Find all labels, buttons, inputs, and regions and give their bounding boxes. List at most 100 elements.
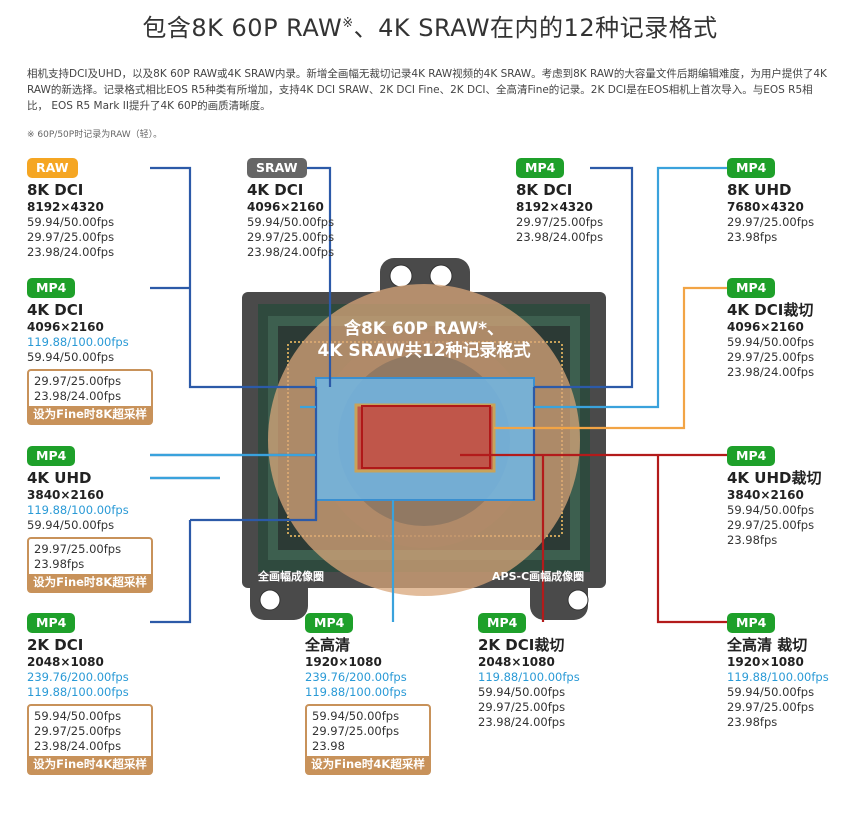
raw-badge: RAW (27, 158, 78, 178)
format-block-sraw-4k-dci: SRAW 4K DCI 4096×2160 59.94/50.00fps 29.… (247, 157, 334, 260)
fine-label: 设为Fine时8K超采样 (29, 574, 151, 591)
format-name: 4K DCI裁切 (727, 301, 814, 319)
fps-line: 29.97/25.00fps (727, 215, 815, 229)
fps-line: 23.98 (312, 739, 345, 753)
fine-label: 设为Fine时4K超采样 (29, 756, 151, 773)
fps-line: 59.94/50.00fps (247, 215, 335, 229)
fps-line: 23.98fps (727, 230, 778, 244)
format-name: 4K UHD裁切 (727, 469, 822, 487)
fps-line: 59.94/50.00fps (27, 215, 115, 229)
fps-line-high: 239.76/200.00fps (305, 670, 407, 684)
fps-line: 29.97/25.00fps (727, 350, 815, 364)
fps-line: 59.94/50.00fps (727, 335, 815, 349)
fps-line: 29.97/25.00fps (34, 374, 122, 388)
format-name: 4K DCI (27, 301, 84, 319)
fps-line: 29.97/25.00fps (27, 230, 115, 244)
page-title: 包含8K 60P RAW※、4K SRAW在内的12种记录格式 (142, 14, 718, 42)
format-resolution: 1920×1080 (727, 655, 804, 669)
fps-line: 29.97/25.00fps (727, 518, 815, 532)
format-resolution: 4096×2160 (27, 320, 104, 334)
mp4-badge: MP4 (478, 613, 527, 633)
fps-line: 23.98fps (727, 533, 778, 547)
fps-line: 59.94/50.00fps (727, 685, 815, 699)
mp4-badge: MP4 (27, 278, 76, 298)
footnote: ※ 60P/50P时记录为RAW（轻）。 (27, 130, 163, 140)
format-name: 8K DCI (516, 181, 573, 199)
fps-line: 59.94/50.00fps (34, 709, 122, 723)
format-block-mp4-8k-dci: MP4 8K DCI 8192×4320 29.97/25.00fps 23.9… (516, 157, 603, 245)
format-block-mp4-4k-dci-crop: MP4 4K DCI裁切 4096×2160 59.94/50.00fps 29… (727, 277, 814, 380)
format-block-mp4-4k-dci: MP4 4K DCI 4096×2160 119.88/100.00fps 59… (27, 277, 153, 425)
mp4-badge: MP4 (727, 158, 776, 178)
format-name: 2K DCI (27, 636, 84, 654)
mp4-badge: MP4 (27, 613, 76, 633)
format-name: 8K UHD (727, 181, 792, 199)
fps-line-high: 119.88/100.00fps (305, 685, 407, 699)
fps-line: 59.94/50.00fps (27, 350, 115, 364)
format-name: 全高清 裁切 (727, 636, 808, 654)
fine-box: 29.97/25.00fps 23.98/24.00fps 设为Fine时8K超… (27, 369, 153, 425)
mp4-badge: MP4 (727, 278, 776, 298)
format-resolution: 2048×1080 (478, 655, 555, 669)
format-name: 全高清 (305, 636, 351, 654)
format-resolution: 4096×2160 (727, 320, 804, 334)
mp4-badge: MP4 (727, 446, 776, 466)
format-block-mp4-full-hd-crop: MP4 全高清 裁切 1920×1080 119.88/100.00fps 59… (727, 612, 829, 730)
format-block-mp4-4k-uhd-crop: MP4 4K UHD裁切 3840×2160 59.94/50.00fps 29… (727, 445, 821, 548)
sraw-badge: SRAW (247, 158, 307, 178)
fps-line-high: 119.88/100.00fps (478, 670, 580, 684)
fps-line: 59.94/50.00fps (478, 685, 566, 699)
mp4-badge: MP4 (516, 158, 565, 178)
mp4-badge: MP4 (305, 613, 354, 633)
fps-line: 59.94/50.00fps (727, 503, 815, 517)
intro-text: 相机支持DCI及UHD，以及8K 60P RAW或4K SRAW内录。新增全画幅… (27, 68, 827, 112)
fps-line: 29.97/25.00fps (478, 700, 566, 714)
fps-line-high: 119.88/100.00fps (27, 335, 129, 349)
fps-line: 29.97/25.00fps (34, 724, 122, 738)
fps-line: 29.97/25.00fps (34, 542, 122, 556)
format-name: 8K DCI (27, 181, 84, 199)
fps-line: 23.98/24.00fps (516, 230, 604, 244)
format-resolution: 8192×4320 (516, 200, 593, 214)
format-resolution: 2048×1080 (27, 655, 104, 669)
fps-line-high: 119.88/100.00fps (727, 670, 829, 684)
format-name: 2K DCI裁切 (478, 636, 565, 654)
fine-label: 设为Fine时4K超采样 (307, 756, 429, 773)
fps-line: 23.98/24.00fps (34, 389, 122, 403)
fps-line: 23.98/24.00fps (34, 739, 122, 753)
sensor-center-label: 含8K 60P RAW*、 4K SRAW共12种记录格式 (317, 319, 531, 361)
mp4-badge: MP4 (27, 446, 76, 466)
format-resolution: 1920×1080 (305, 655, 382, 669)
fine-box: 29.97/25.00fps 23.98fps 设为Fine时8K超采样 (27, 537, 153, 593)
fps-line: 23.98fps (34, 557, 85, 571)
fine-box: 59.94/50.00fps 29.97/25.00fps 23.98/24.0… (27, 704, 153, 775)
fine-label: 设为Fine时8K超采样 (29, 406, 151, 423)
format-block-mp4-2k-dci: MP4 2K DCI 2048×1080 239.76/200.00fps 11… (27, 612, 153, 775)
fps-line-high: 239.76/200.00fps (27, 670, 129, 684)
format-resolution: 3840×2160 (27, 488, 104, 502)
format-resolution: 8192×4320 (27, 200, 104, 214)
format-block-mp4-4k-uhd: MP4 4K UHD 3840×2160 119.88/100.00fps 59… (27, 445, 153, 593)
fps-line: 23.98fps (727, 715, 778, 729)
fps-line: 29.97/25.00fps (727, 700, 815, 714)
format-name: 4K UHD (27, 469, 92, 487)
fine-box: 59.94/50.00fps 29.97/25.00fps 23.98 设为Fi… (305, 704, 431, 775)
fps-line: 29.97/25.00fps (312, 724, 400, 738)
format-resolution: 7680×4320 (727, 200, 804, 214)
format-block-mp4-full-hd: MP4 全高清 1920×1080 239.76/200.00fps 119.8… (305, 612, 431, 775)
mp4-badge: MP4 (727, 613, 776, 633)
fps-line: 29.97/25.00fps (516, 215, 604, 229)
fps-line: 23.98/24.00fps (27, 245, 115, 259)
format-resolution: 3840×2160 (727, 488, 804, 502)
fps-line: 59.94/50.00fps (312, 709, 400, 723)
fps-line: 23.98/24.00fps (727, 365, 815, 379)
fps-line: 23.98/24.00fps (247, 245, 335, 259)
apsc-label: APS-C画幅成像圈 (492, 570, 585, 583)
fps-line: 59.94/50.00fps (27, 518, 115, 532)
full-frame-label: 全画幅成像圈 (258, 570, 324, 583)
fps-line-high: 119.88/100.00fps (27, 685, 129, 699)
format-name: 4K DCI (247, 181, 304, 199)
format-block-mp4-2k-dci-crop: MP4 2K DCI裁切 2048×1080 119.88/100.00fps … (478, 612, 580, 730)
format-block-raw-8k-dci: RAW 8K DCI 8192×4320 59.94/50.00fps 29.9… (27, 157, 114, 260)
